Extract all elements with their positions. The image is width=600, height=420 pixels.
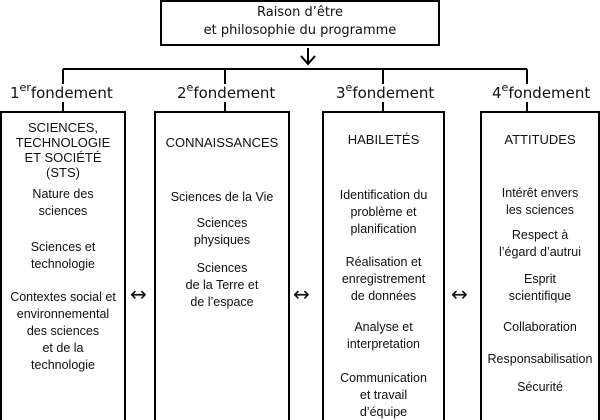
foundation-word: fondement (193, 84, 276, 102)
box-item: Responsabilisation (487, 352, 593, 366)
foundation-number: 4 (492, 84, 502, 102)
foundation-word: fondement (30, 84, 113, 102)
foundation-number: 2 (177, 84, 187, 102)
box-title: ATTITUDES (504, 132, 576, 147)
down-arrow-head (300, 55, 316, 66)
ordinal-suffix: e (345, 81, 353, 94)
foundation-2-label: 2efondement (175, 81, 278, 102)
box-item: Sciences de la Terre et de l’espace (185, 261, 259, 309)
bidirectional-arrow-icon: ↔ (293, 282, 310, 306)
attitudes-box: ATTITUDES Intérêt envers les sciences Re… (480, 111, 600, 420)
box-item: Intérêt envers les sciences (501, 186, 579, 217)
foundation-3-label: 3efondement (334, 81, 437, 102)
bidirectional-arrow-icon: ↔ (130, 282, 147, 306)
ordinal-suffix: er (19, 81, 31, 94)
foundation-word: fondement (352, 84, 435, 102)
box-item: Sciences de la Vie (170, 190, 274, 204)
box-item: Réalisation et enregistrement de données (341, 255, 426, 303)
bidirectional-arrow-icon: ↔ (451, 282, 468, 306)
foundation-1-label: 1erfondement (8, 81, 115, 102)
raison-detre-text: Raison d’être et philosophie du programm… (203, 5, 397, 38)
ordinal-suffix: e (186, 81, 194, 94)
foundation-number: 1 (10, 84, 20, 102)
raison-detre-box: Raison d’être et philosophie du programm… (160, 0, 440, 46)
box-title: HABILETÉS (347, 132, 420, 147)
foundation-word: fondement (508, 84, 591, 102)
box-item: Analyse et interpretation (347, 320, 420, 351)
ordinal-suffix: e (501, 81, 509, 94)
box-item: Collaboration (503, 320, 577, 334)
box-item: Contextes social et environnemental des … (10, 290, 116, 372)
box-item: Esprit scientifique (508, 272, 572, 303)
box-title: SCIENCES, TECHNOLOGIE ET SOCIÉTÉ (STS) (15, 120, 111, 180)
box-item: Nature des sciences (32, 187, 94, 218)
foundation-4-label: 4efondement (490, 81, 593, 102)
habiletes-box: HABILETÉS Identification du problème et … (322, 111, 445, 420)
sts-box: SCIENCES, TECHNOLOGIE ET SOCIÉTÉ (STS) N… (0, 111, 126, 420)
box-item: Respect à l’égard d’autrui (499, 228, 581, 259)
box-item: Sciences physiques (193, 216, 251, 247)
box-item: Sciences et technologie (30, 240, 96, 271)
connaissances-box: CONNAISSANCES Sciences de la Vie Science… (154, 111, 290, 420)
box-item: Sécurité (517, 380, 563, 394)
box-title: CONNAISSANCES (165, 135, 279, 150)
box-item: Communication et travail d’équipe (340, 371, 427, 419)
foundation-number: 3 (336, 84, 346, 102)
box-item: Identification du problème et planificat… (339, 188, 428, 236)
